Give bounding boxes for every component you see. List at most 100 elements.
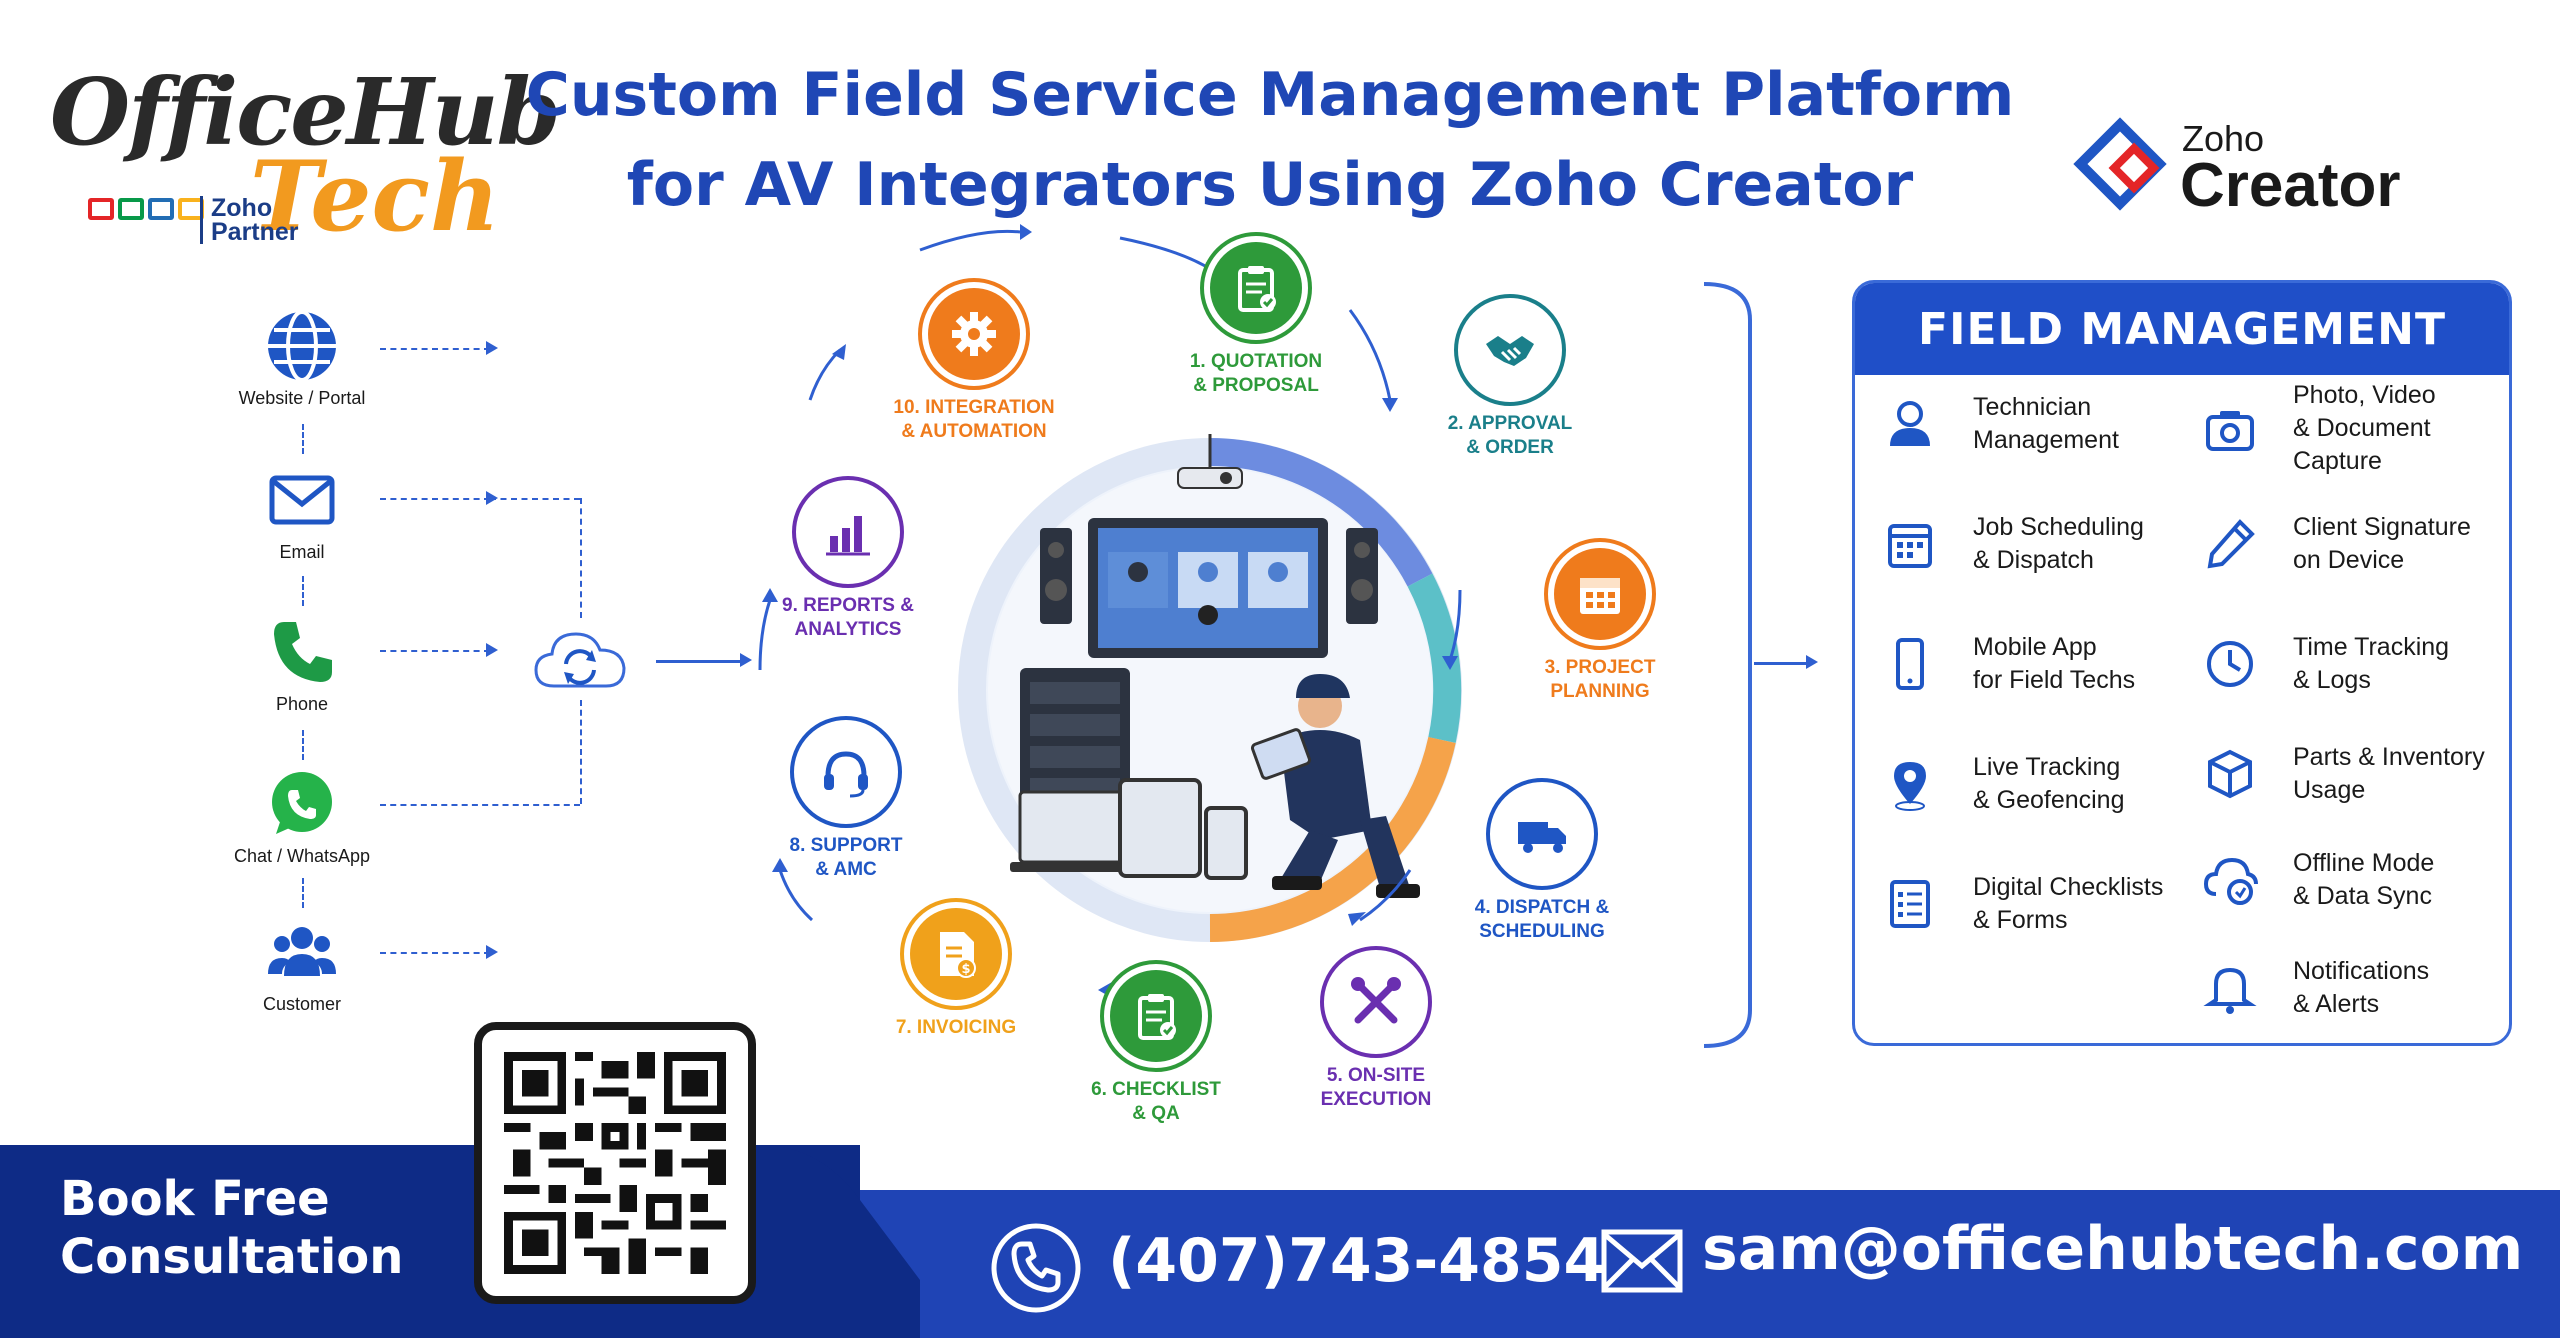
camera-icon xyxy=(2206,410,2254,451)
qr-code[interactable] xyxy=(474,1022,756,1304)
qr-code-icon xyxy=(504,1052,726,1274)
book-consultation-text: Book Free Consultation xyxy=(60,1171,404,1285)
globe-icon xyxy=(268,310,336,382)
connector-line xyxy=(380,498,490,500)
feature-item: Digital Checklists & Forms xyxy=(1875,869,2163,939)
creator-name-text: Creator xyxy=(2180,151,2401,220)
step-support-amc: 8. SUPPORT & AMC xyxy=(716,716,976,882)
feature-item: Job Scheduling & Dispatch xyxy=(1875,509,2144,579)
map-pin-icon xyxy=(1894,762,1926,811)
feature-item: Live Tracking & Geofencing xyxy=(1875,749,2125,819)
step-label: 2. APPROVAL & ORDER xyxy=(1447,413,1573,458)
step-quotation-proposal: 1. QUOTATION & PROPOSAL xyxy=(1126,232,1386,398)
channel-label: Email xyxy=(279,542,325,562)
feature-label: Notifications & Alerts xyxy=(2293,957,2430,1018)
envelope-icon xyxy=(1601,1229,1683,1293)
logo-officehub-text: OfficeHub xyxy=(50,58,561,166)
connector-line xyxy=(580,498,582,618)
feature-label: Mobile App for Field Techs xyxy=(1973,633,2136,694)
feature-label: Parts & Inventory Usage xyxy=(2293,743,2485,804)
gear-icon xyxy=(952,312,996,356)
field-management-panel: FIELD MANAGEMENT Technician Management J… xyxy=(1852,280,2512,1046)
envelope-icon xyxy=(269,475,335,525)
feature-label: Digital Checklists & Forms xyxy=(1973,873,2164,934)
channel-label: Customer xyxy=(262,994,342,1014)
step-label: 6. CHECKLIST & QA xyxy=(1091,1079,1221,1124)
clipboard-check-icon xyxy=(1138,994,1176,1040)
bar-chart-icon xyxy=(826,516,870,556)
step-invoicing: $ 7. INVOICING xyxy=(826,898,1086,1040)
zoho-mark-icon xyxy=(88,198,204,220)
feature-label: Technician Management xyxy=(1973,393,2119,454)
panel-title: FIELD MANAGEMENT xyxy=(1855,283,2509,375)
connector-line xyxy=(302,730,304,760)
step-label: 9. REPORTS & ANALYTICS xyxy=(782,595,914,640)
step-project-planning: 3. PROJECT PLANNING xyxy=(1470,538,1730,704)
handshake-icon xyxy=(1486,336,1534,366)
arrow-head xyxy=(486,643,498,657)
connector-line xyxy=(380,804,580,806)
channel-label: Phone xyxy=(275,694,329,714)
logo-tech-text: Tech xyxy=(250,140,500,253)
clipboard-check-icon xyxy=(1238,266,1276,312)
step-checklist-qa: 6. CHECKLIST & QA xyxy=(1026,960,1286,1126)
phone-icon xyxy=(991,1223,1081,1313)
connector-line xyxy=(380,348,490,350)
step-label: 4. DISPATCH & SCHEDULING xyxy=(1474,897,1610,942)
feature-item: Parts & Inventory Usage xyxy=(2195,739,2485,809)
arrow-head xyxy=(1806,655,1818,669)
pen-icon xyxy=(2207,519,2255,569)
step-label: 7. INVOICING xyxy=(895,1017,1017,1038)
bracket-divider xyxy=(1703,282,1752,1048)
checklist-icon xyxy=(1890,880,1930,928)
channel-customer: Customer xyxy=(192,912,412,1015)
channel-label: Website / Portal xyxy=(238,388,366,408)
connector-line xyxy=(656,660,744,663)
feature-item: Time Tracking & Logs xyxy=(2195,629,2449,699)
invoice-icon: $ xyxy=(940,932,976,978)
person-icon xyxy=(1890,401,1930,446)
smartphone-icon xyxy=(1896,638,1924,690)
whatsapp-icon xyxy=(272,772,332,834)
email-address[interactable]: sam@officehubtech.com xyxy=(1702,1214,2524,1284)
arrow-head xyxy=(740,653,752,667)
connector-line xyxy=(302,878,304,908)
cloud-sync-icon xyxy=(2203,857,2258,905)
feature-item: Offline Mode & Data Sync xyxy=(2195,845,2434,915)
truck-icon xyxy=(1518,822,1566,853)
step-label: 10. INTEGRATION & AUTOMATION xyxy=(893,397,1055,442)
feature-label: Offline Mode & Data Sync xyxy=(2293,849,2435,910)
connector-line xyxy=(380,650,490,652)
creator-zoho-text: Zoho xyxy=(2182,118,2265,159)
step-integration-automation: 10. INTEGRATION & AUTOMATION xyxy=(844,278,1104,444)
phone-number[interactable]: (407)743-4854 xyxy=(1108,1226,1606,1296)
connector-line xyxy=(1754,662,1810,665)
box-icon xyxy=(2208,749,2252,799)
channel-website: Website / Portal xyxy=(192,306,412,409)
phone-icon xyxy=(274,622,332,682)
feature-label: Live Tracking & Geofencing xyxy=(1973,753,2125,814)
channel-phone: Phone xyxy=(192,612,412,715)
cloud-sync-icon xyxy=(534,632,626,688)
officehub-tech-logo: OfficeHub Tech Zoho Partner xyxy=(40,48,561,258)
feature-item: Mobile App for Field Techs xyxy=(1875,629,2135,699)
step-on-site-execution: 5. ON-SITE EXECUTION xyxy=(1246,946,1506,1112)
zoho-partner-text: Zoho Partner xyxy=(200,196,299,245)
zoho-creator-icon xyxy=(2073,117,2167,211)
workflow-cycle-graphic xyxy=(758,224,1462,998)
bell-icon xyxy=(2203,967,2257,1014)
feature-label: Client Signature on Device xyxy=(2293,513,2471,574)
connector-line xyxy=(302,576,304,606)
zoho-creator-logo: Zoho Creator xyxy=(2040,108,2440,228)
connector-line xyxy=(490,498,580,500)
step-approval-order: 2. APPROVAL & ORDER xyxy=(1380,294,1640,460)
calendar-icon xyxy=(1888,524,1932,568)
feature-item: Technician Management xyxy=(1875,389,2119,459)
svg-text:$: $ xyxy=(961,962,970,977)
connector-line xyxy=(302,424,304,454)
arrow-head xyxy=(486,341,498,355)
footer-contact-bar xyxy=(790,1190,2560,1338)
connector-line xyxy=(380,952,490,954)
step-label: 3. PROJECT PLANNING xyxy=(1544,657,1656,702)
step-label: 8. SUPPORT & AMC xyxy=(789,835,903,880)
